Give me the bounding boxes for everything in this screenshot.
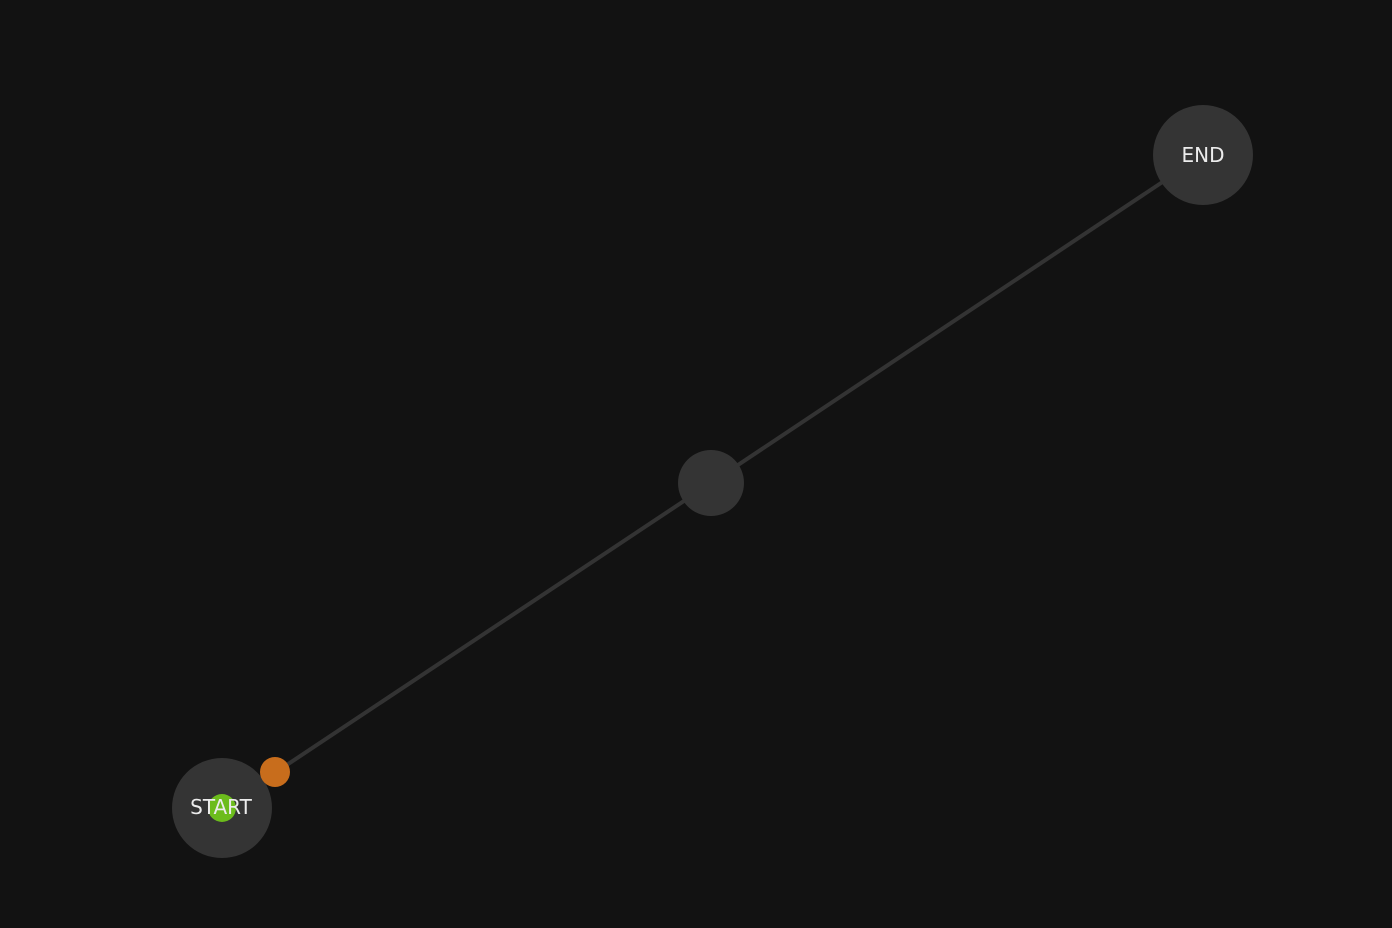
end-node-label: END: [1182, 143, 1225, 167]
start-node[interactable]: START: [172, 758, 272, 858]
path-segment-waypoint-end: [709, 153, 1205, 485]
waypoint-node-circle[interactable]: [678, 450, 744, 516]
end-node-circle[interactable]: [1153, 105, 1253, 205]
start-node-label: START: [190, 795, 252, 819]
path-segment-start-waypoint: [220, 481, 713, 810]
player-token: [208, 794, 236, 822]
enemy-token: [260, 757, 290, 787]
end-node[interactable]: END: [1153, 105, 1253, 205]
waypoint-node[interactable]: [678, 450, 744, 516]
